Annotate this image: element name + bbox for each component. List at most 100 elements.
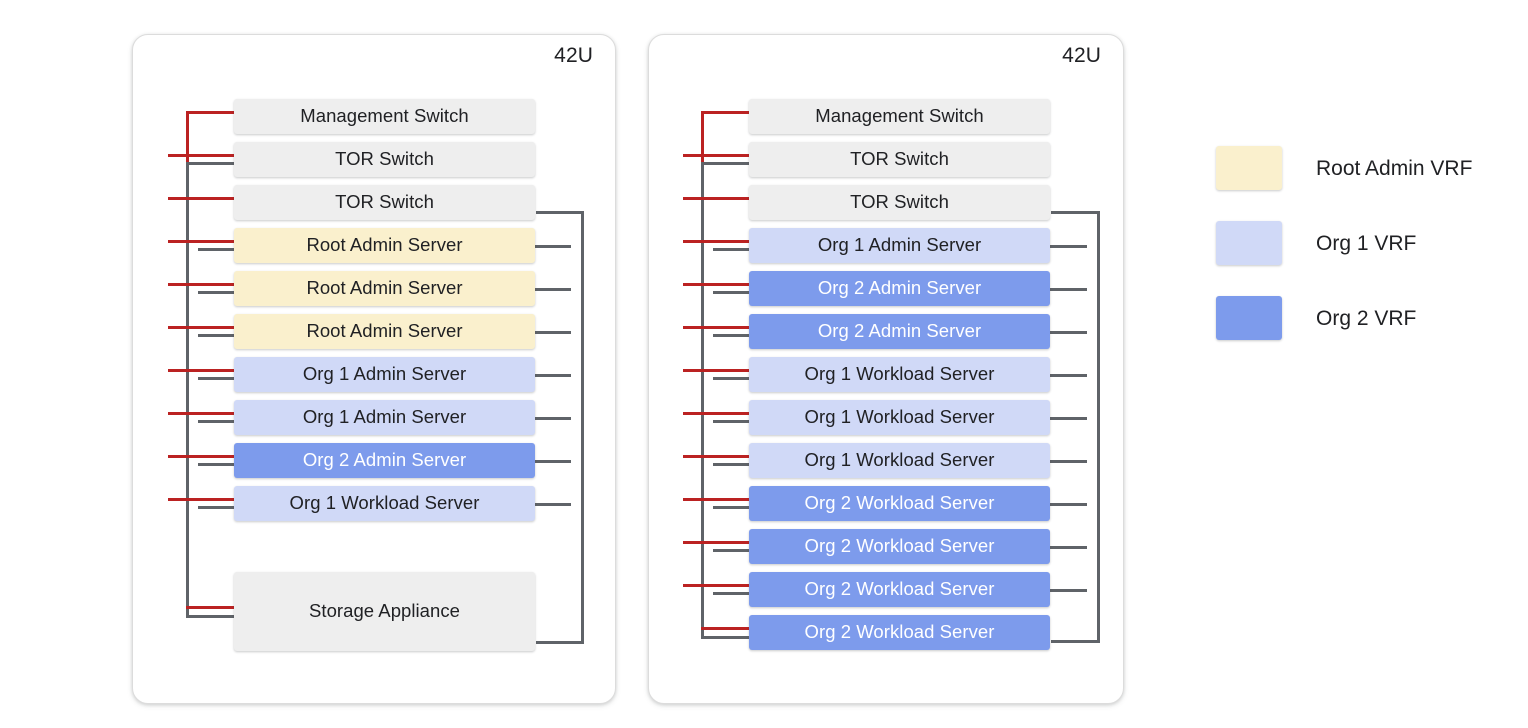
legend-label-org-1-vrf: Org 1 VRF <box>1316 231 1417 255</box>
power-cable-stub <box>683 326 751 329</box>
power-cable-stub <box>168 283 236 286</box>
legend-label-org-2-vrf: Org 2 VRF <box>1316 306 1417 330</box>
network-cable-stub <box>713 420 751 423</box>
power-cable-stub <box>683 369 751 372</box>
network-cable-uplink-stub <box>534 288 571 291</box>
network-cable-stub <box>198 377 236 380</box>
rack-unit[interactable]: Management Switch <box>749 99 1050 134</box>
network-cable-top-elbow <box>536 211 584 214</box>
rack-unit[interactable]: Storage Appliance <box>234 572 535 651</box>
network-cable-uplink-stub <box>534 331 571 334</box>
legend-label-root-admin-vrf: Root Admin VRF <box>1316 156 1473 180</box>
network-cable-stub <box>713 248 751 251</box>
network-cable-stub <box>713 506 751 509</box>
network-cable-stub <box>713 377 751 380</box>
power-cable-stub <box>168 412 236 415</box>
rack-unit[interactable]: Org 2 Workload Server <box>749 529 1050 564</box>
network-cable-stub <box>701 162 751 165</box>
network-cable-uplink-stub <box>534 374 571 377</box>
network-cable-stub <box>713 592 751 595</box>
network-cable-stub <box>198 334 236 337</box>
legend-item: Org 2 VRF <box>1216 296 1506 340</box>
network-cable-stub <box>186 162 236 165</box>
network-cable-bottom-elbow <box>1051 640 1100 643</box>
network-trunk-cable-left <box>701 162 704 639</box>
network-trunk-cable-right <box>581 211 584 644</box>
power-cable-stub <box>701 111 751 114</box>
power-cable-stub <box>683 541 751 544</box>
power-cable-bottom-elbow <box>701 627 751 630</box>
network-trunk-cable-right <box>1097 211 1100 643</box>
network-cable-stub <box>713 334 751 337</box>
network-cable-stub <box>198 506 236 509</box>
network-cable-uplink-stub <box>1049 288 1087 291</box>
power-cable-stub <box>168 455 236 458</box>
legend-swatch-root-admin-vrf <box>1216 146 1282 190</box>
network-cable-uplink-stub <box>534 460 571 463</box>
rack-unit[interactable]: Org 2 Workload Server <box>749 572 1050 607</box>
rack-unit[interactable]: Org 2 Admin Server <box>749 314 1050 349</box>
rack-unit[interactable]: Org 1 Workload Server <box>234 486 535 521</box>
network-cable-stub <box>713 549 751 552</box>
rack-unit[interactable]: Management Switch <box>234 99 535 134</box>
network-cable-bottom-elbow-left <box>186 615 236 618</box>
power-cable-stub <box>168 369 236 372</box>
power-cable-stub <box>168 240 236 243</box>
legend-item: Root Admin VRF <box>1216 146 1506 190</box>
network-cable-uplink-stub <box>534 503 571 506</box>
network-cable-uplink-stub <box>1049 245 1087 248</box>
power-cable-stub <box>168 154 236 157</box>
rack-unit[interactable]: Org 1 Workload Server <box>749 400 1050 435</box>
rack-unit[interactable]: Root Admin Server <box>234 271 535 306</box>
network-cable-stub <box>198 291 236 294</box>
power-cable-stub <box>186 111 236 114</box>
legend-swatch-org-2-vrf <box>1216 296 1282 340</box>
rack-2-capacity-label: 42U <box>1062 44 1101 67</box>
network-cable-uplink-stub <box>1049 503 1087 506</box>
rack-unit[interactable]: Org 2 Workload Server <box>749 486 1050 521</box>
rack-unit[interactable]: Org 2 Admin Server <box>234 443 535 478</box>
power-cable-stub <box>683 240 751 243</box>
network-cable-uplink-stub <box>1049 417 1087 420</box>
power-cable-stub <box>683 197 751 200</box>
network-cable-uplink-stub <box>1049 589 1087 592</box>
network-cable-stub <box>713 291 751 294</box>
power-cable-stub <box>168 498 236 501</box>
rack-unit[interactable]: TOR Switch <box>749 185 1050 220</box>
rack-unit[interactable]: Root Admin Server <box>234 314 535 349</box>
power-cable-stub <box>683 154 751 157</box>
network-cable-uplink-stub <box>1049 331 1087 334</box>
network-cable-stub <box>198 463 236 466</box>
legend-item: Org 1 VRF <box>1216 221 1506 265</box>
rack-unit[interactable]: Org 1 Admin Server <box>749 228 1050 263</box>
network-cable-bottom-elbow <box>536 641 584 644</box>
power-cable-bottom-elbow <box>186 606 236 609</box>
power-cable-stub <box>683 584 751 587</box>
rack-unit[interactable]: Org 1 Admin Server <box>234 400 535 435</box>
network-cable-top-elbow <box>1051 211 1100 214</box>
rack-unit[interactable]: TOR Switch <box>749 142 1050 177</box>
rack-unit[interactable]: Root Admin Server <box>234 228 535 263</box>
rack-unit[interactable]: Org 1 Admin Server <box>234 357 535 392</box>
power-cable-stub <box>168 197 236 200</box>
rack-unit[interactable]: TOR Switch <box>234 185 535 220</box>
network-cable-uplink-stub <box>534 417 571 420</box>
network-cable-uplink-stub <box>1049 460 1087 463</box>
power-cable-stub <box>683 412 751 415</box>
power-cable-stub <box>683 455 751 458</box>
rack-unit[interactable]: TOR Switch <box>234 142 535 177</box>
power-cable-stub <box>683 283 751 286</box>
network-cable-stub <box>198 248 236 251</box>
network-cable-stub <box>198 420 236 423</box>
rack-unit[interactable]: Org 2 Workload Server <box>749 615 1050 650</box>
rack-unit[interactable]: Org 1 Workload Server <box>749 357 1050 392</box>
rack-1-capacity-label: 42U <box>554 44 593 67</box>
network-cable-uplink-stub <box>1049 374 1087 377</box>
rack-unit[interactable]: Org 2 Admin Server <box>749 271 1050 306</box>
power-cable-stub <box>683 498 751 501</box>
rack-unit[interactable]: Org 1 Workload Server <box>749 443 1050 478</box>
network-trunk-cable-left <box>186 162 189 616</box>
vrf-legend: Root Admin VRF Org 1 VRF Org 2 VRF <box>1216 146 1506 371</box>
legend-swatch-org-1-vrf <box>1216 221 1282 265</box>
